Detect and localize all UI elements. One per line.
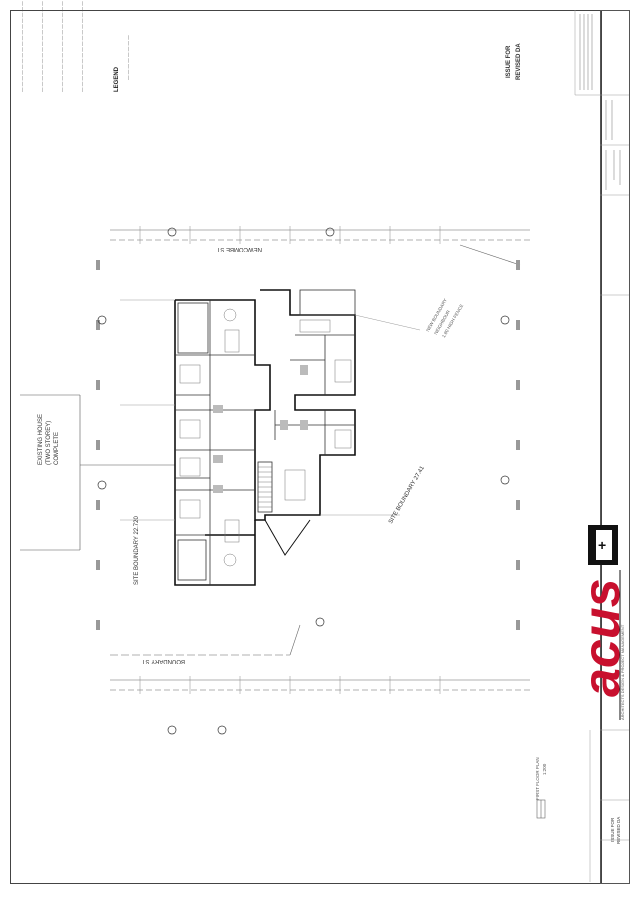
svg-text:+: +	[598, 537, 606, 553]
drawing-frame	[10, 10, 602, 884]
company-logo: acus +	[573, 525, 626, 720]
street-top-label: NEWCOMBE ST	[216, 246, 262, 252]
scale-value: 1:200	[542, 763, 547, 775]
existing-building-line2: (TWO STOREY)	[46, 420, 52, 465]
existing-building-line3: COMPLETE	[54, 431, 60, 465]
boundary-left-label: SITE BOUNDARY 22.720	[134, 516, 140, 585]
section-markers	[97, 227, 510, 735]
logo-wordmark: acus	[573, 578, 626, 697]
north-arrow-icon	[536, 799, 546, 819]
title-block-column	[600, 10, 630, 884]
street-bottom-label: BOUNDARY ST	[141, 658, 185, 664]
existing-building-line1: EXISTING HOUSE	[38, 413, 44, 465]
scale-note: FIRST FLOOR PLAN	[535, 757, 540, 800]
